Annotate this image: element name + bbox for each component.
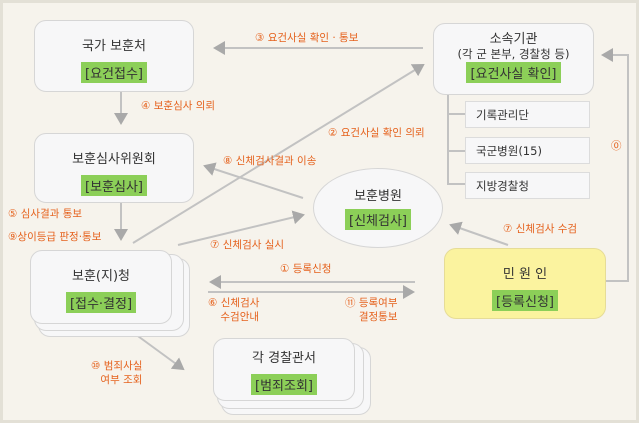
arrow-0 — [601, 48, 629, 282]
step-10-line2: 여부 조회 — [100, 374, 143, 386]
arrow-7b — [449, 221, 509, 246]
step-5-label: ⑤ 심사결과 통보 — [8, 208, 83, 220]
node-tag: [등록신청] — [492, 290, 558, 311]
step-1-label: ① 등록신청 — [280, 263, 332, 275]
step-6-line1: ⑥ 신체검사 — [208, 297, 260, 309]
step-9-label: ⑨상이등급 판정·통보 — [8, 231, 102, 243]
step-7b-label: ⑦ 신체검사 수검 — [503, 223, 578, 235]
node-title: 각 경찰관서 — [252, 351, 316, 366]
node-tag: [보훈심사] — [81, 175, 147, 196]
step-7a-label: ⑦ 신체검사 실시 — [210, 239, 285, 251]
step-0-label: ⓪ — [611, 140, 622, 152]
node-title: 소속기관 — [489, 32, 538, 47]
node-title: 민 원 인 — [502, 267, 548, 282]
node-hospital: 보훈병원 [신체검사] — [313, 168, 443, 248]
node-office: 보훈(지)청 [접수·결정] — [30, 250, 172, 324]
node-committee: 보훈심사위원회 [보훈심사] — [34, 133, 194, 203]
node-mpva: 국가 보훈처 [요건접수] — [34, 20, 194, 92]
agency-child: 지방경찰청 — [465, 172, 590, 199]
step-2-label: ② 요건사실 확인 의뢰 — [328, 127, 425, 139]
node-title: 보훈심사위원회 — [72, 152, 156, 167]
arrow-2 — [132, 63, 425, 244]
node-subtitle: (각 군 본부, 경찰청 등) — [457, 47, 570, 61]
node-agency: 소속기관 (각 군 본부, 경찰청 등) [요건사실 확인] — [433, 23, 594, 95]
step-8-label: ⑧ 신체검사결과 이송 — [223, 155, 317, 167]
node-tag: [신체검사] — [345, 209, 411, 230]
node-police: 각 경찰관서 [범죄조회] — [213, 338, 355, 401]
node-title: 보훈(지)청 — [72, 269, 130, 284]
agency-child: 국군병원(15) — [465, 137, 590, 164]
arrow-10 — [130, 330, 185, 371]
node-title: 보훈병원 — [354, 189, 402, 204]
node-title: 국가 보훈처 — [82, 39, 146, 54]
step-4-label: ④ 보훈심사 의뢰 — [141, 100, 216, 112]
arrow-8 — [203, 162, 304, 199]
node-tag: [접수·결정] — [65, 292, 137, 313]
node-tag: [요건접수] — [81, 62, 147, 83]
node-tag: [요건사실 확인] — [466, 62, 561, 83]
step-11-line2: 결정통보 — [358, 311, 398, 323]
step-10-line1: ⑩ 범죄사실 — [91, 360, 143, 372]
arrows-layer — [114, 41, 629, 371]
step-6-line2: 수검안내 — [220, 311, 260, 323]
step-3-label: ③ 요건사실 확인 · 통보 — [255, 32, 359, 44]
node-applicant: 민 원 인 [등록신청] — [444, 248, 606, 319]
agency-child: 기록관리단 — [465, 101, 590, 128]
arrow-7a — [177, 210, 305, 246]
node-tag: [범죄조회] — [251, 374, 317, 395]
step-11-line1: ⑪ 등록여부 — [345, 297, 398, 309]
agency-tree-lines — [447, 94, 465, 185]
